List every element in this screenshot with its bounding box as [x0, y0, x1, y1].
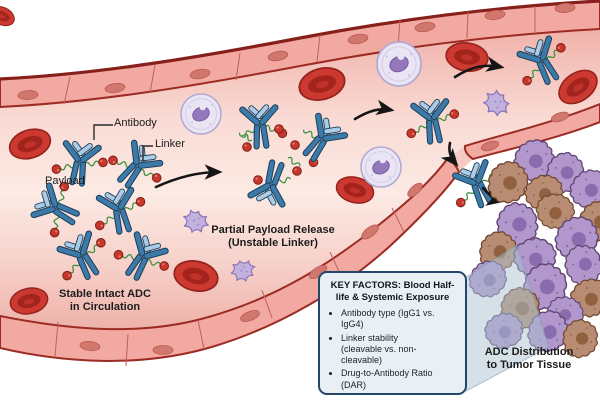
key-factor-item: Antibody type (IgG1 vs. IgG4): [341, 308, 438, 331]
white-blood-cell: [360, 146, 402, 188]
vessel-wall-bottom: [0, 103, 600, 367]
antibody-leader-line: [93, 124, 113, 140]
partial-release-caption: Partial Payload Release (Unstable Linker…: [187, 224, 359, 249]
flow-arrow: [353, 99, 395, 121]
key-factors-list: Antibody type (IgG1 vs. IgG4) Linker sta…: [341, 308, 460, 391]
partial-release-caption-line1: Partial Payload Release: [211, 224, 335, 236]
key-factor-item: Linker stability (cleavable vs. non-clea…: [341, 333, 438, 367]
white-blood-cell: [180, 93, 222, 135]
extravasation-arrow: [440, 141, 459, 167]
adc-distribution-caption: ADC Distribution to Tumor Tissue: [464, 346, 594, 371]
free-payload: [274, 124, 284, 134]
antibody-label: Antibody: [114, 117, 157, 129]
payload-label: Payload: [45, 175, 85, 187]
key-factors-title: KEY FACTORS: Blood Half-life & Systemic …: [330, 280, 455, 303]
white-blood-cell: [376, 41, 422, 87]
free-payload: [290, 140, 300, 150]
free-payload: [242, 142, 252, 152]
key-factor-item: Drug-to-Antibody Ratio (DAR): [341, 368, 438, 391]
free-payload: [253, 175, 263, 185]
tumor-cell: [487, 161, 529, 204]
adc-distribution-caption-line2: to Tumor Tissue: [486, 358, 572, 371]
key-factors-box: KEY FACTORS: Blood Half-life & Systemic …: [318, 271, 467, 395]
label-leader-lines: [93, 124, 153, 161]
stable-adc-caption-line1: Stable Intact ADC: [59, 288, 151, 300]
linker-leader-line: [142, 145, 153, 161]
red-blood-cell: [0, 2, 18, 30]
partial-release-caption-line2: (Unstable Linker): [228, 236, 318, 249]
flow-arrow: [453, 56, 505, 79]
linker-label: Linker: [155, 138, 185, 150]
stable-adc-caption-line2: in Circulation: [69, 300, 141, 313]
flow-arrow: [154, 164, 223, 189]
vessel-wall-top: [0, 0, 600, 108]
free-payload: [292, 166, 302, 176]
adc-distribution-caption-line1: ADC Distribution: [484, 346, 574, 358]
stable-adc-caption: Stable Intact ADC in Circulation: [35, 288, 175, 313]
